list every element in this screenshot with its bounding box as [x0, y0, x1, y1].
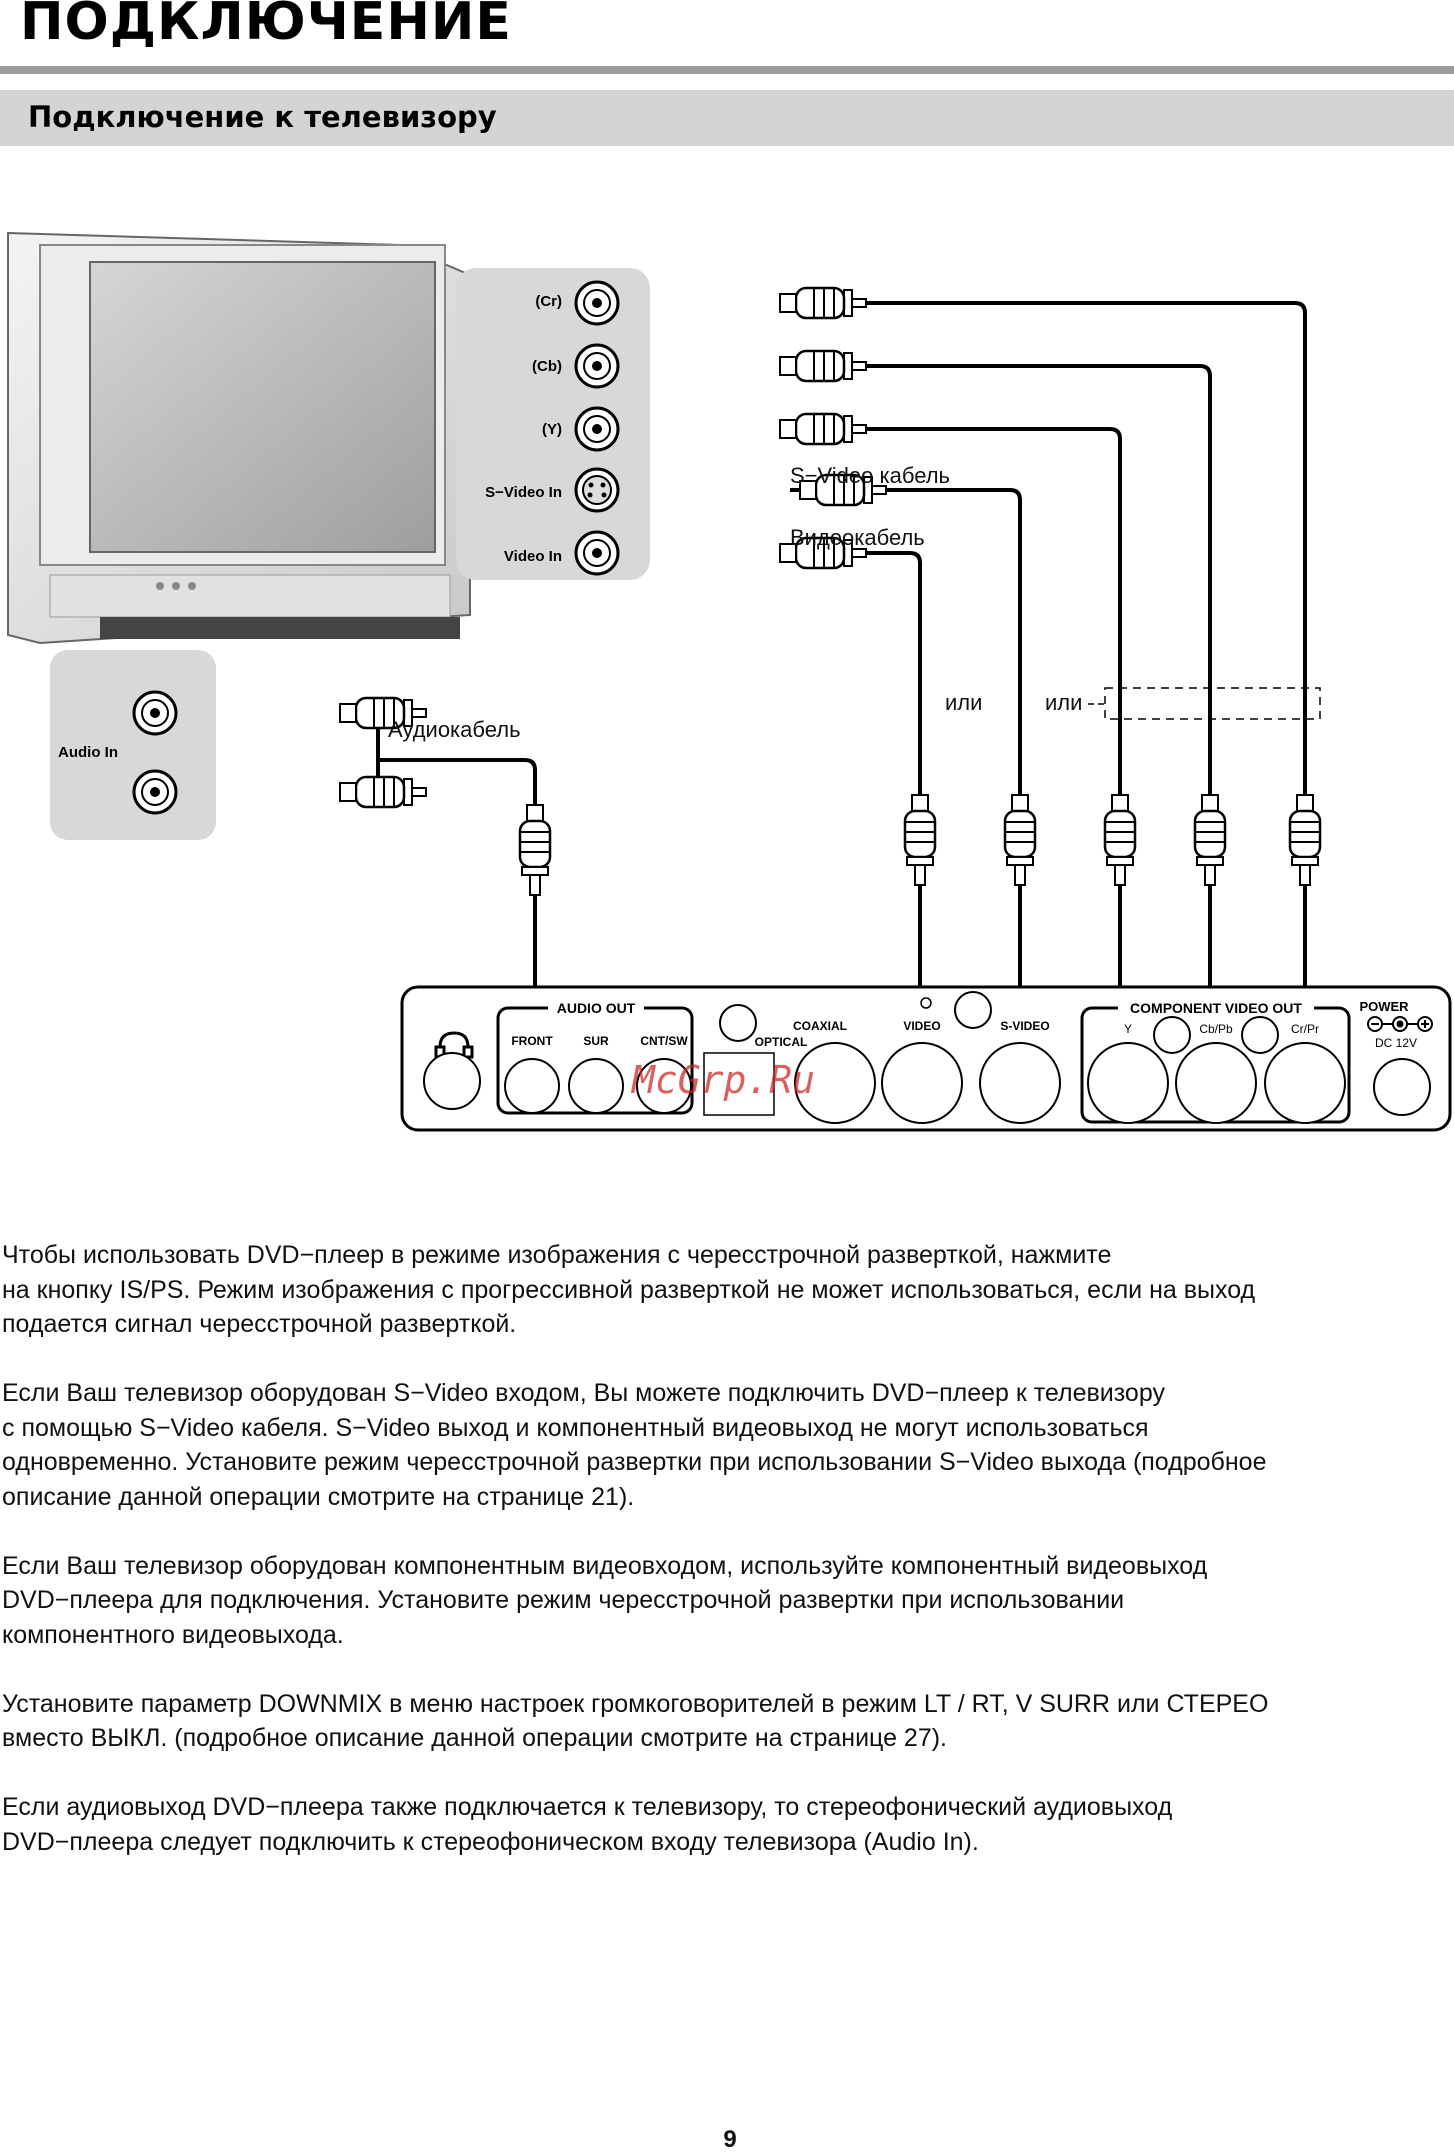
text-line: Установите параметр DOWNMIX в меню настр… — [2, 1689, 1269, 1718]
component-cb-jack — [1175, 1042, 1257, 1124]
cnt-sw-jack — [636, 1058, 692, 1114]
plug-audio-player — [518, 803, 552, 897]
plug-audio-right-tv — [338, 775, 428, 809]
sur-jack — [568, 1058, 624, 1114]
video-out-jack — [881, 1042, 963, 1124]
y-label: Y — [1124, 1022, 1132, 1036]
dc-polarity-icon — [1367, 1016, 1433, 1032]
paragraph-component: Если Ваш телевизор оборудован компонентн… — [2, 1549, 1450, 1653]
connection-diagram: (Cr) (Cb) (Y) S−Video In Video In Audio … — [7, 231, 1452, 1132]
tv-jack-label-video: Video In — [504, 548, 562, 565]
plug-cr-player — [1288, 793, 1322, 887]
tv-jack-label-cr: (Cr) — [535, 293, 562, 310]
text-line: вместо ВЫКЛ. (подробное описание данной … — [2, 1724, 947, 1752]
plug-y-player — [1103, 793, 1137, 887]
video-cable-label: Видеокабель — [790, 525, 925, 550]
page-title: ПОДКЛЮЧЕНИЕ — [20, 0, 512, 52]
tv-jack-label-cb: (Cb) — [532, 358, 562, 375]
component-group-bracket — [1104, 687, 1321, 720]
dc-label: DC 12V — [1375, 1036, 1417, 1050]
or-label-1: или — [945, 690, 982, 715]
plug-video-player — [903, 793, 937, 887]
section-title: Подключение к телевизору — [28, 100, 497, 134]
tv-set — [7, 231, 471, 645]
audio-out-label: AUDIO OUT — [557, 1000, 636, 1016]
svideo-out-jack — [979, 1042, 1061, 1124]
component-y-jack — [1087, 1042, 1169, 1124]
tv-jack-y — [574, 406, 620, 452]
dc-jack — [1373, 1058, 1431, 1116]
paragraph-interlace: Чтобы использовать DVD−плеер в режиме из… — [2, 1238, 1450, 1342]
watermark: McGrp.Ru — [630, 1058, 815, 1102]
tv-jack-label-y: (Y) — [542, 421, 562, 438]
plug-y-tv — [778, 412, 868, 446]
title-rule — [0, 66, 1454, 74]
tv-audio-jack-right — [132, 769, 178, 815]
text-line: описание данной операции смотрите на стр… — [2, 1482, 635, 1511]
coaxial-jack — [794, 1042, 876, 1124]
body-text: Чтобы использовать DVD−плеер в режиме из… — [2, 1238, 1450, 1894]
cb-pb-label: Cb/Pb — [1199, 1022, 1233, 1036]
section-bar — [0, 90, 1454, 146]
optical-label: OPTICAL — [755, 1035, 808, 1049]
cr-pr-label: Cr/Pr — [1291, 1022, 1319, 1036]
headphone-jack — [423, 1052, 481, 1110]
front-label: FRONT — [511, 1034, 553, 1048]
or-label-2: или — [1045, 690, 1082, 715]
paragraph-downmix: Установите параметр DOWNMIX в меню настр… — [2, 1687, 1450, 1756]
video-out-label: VIDEO — [903, 1019, 940, 1033]
text-line: DVD−плеера следует подключить к стереофо… — [2, 1827, 979, 1856]
sur-label: SUR — [583, 1034, 609, 1048]
tv-audio-jack-left — [132, 690, 178, 736]
plug-svideo-player — [1003, 793, 1037, 887]
text-line: одновременно. Установите режим чересстро… — [2, 1448, 1267, 1476]
svideo-cable-label: S−Video кабель — [790, 463, 950, 488]
plug-cr-tv — [778, 286, 868, 320]
optical-port — [703, 1052, 775, 1116]
paragraph-audio: Если аудиовыход DVD−плеера также подключ… — [2, 1790, 1450, 1859]
text-line: Если аудиовыход DVD−плеера также подключ… — [2, 1793, 1173, 1821]
tv-jack-label-svideo: S−Video In — [485, 484, 562, 501]
tv-jack-cr — [574, 280, 620, 326]
cable-lines — [340, 301, 1307, 990]
tv-jack-video — [574, 530, 620, 576]
audio-cable-label: Аудиокабель — [388, 717, 521, 742]
plug-cb-player — [1193, 793, 1227, 887]
coaxial-label: COAXIAL — [793, 1019, 847, 1033]
paragraph-svideo: Если Ваш телевизор оборудован S−Video вх… — [2, 1376, 1450, 1514]
text-line: Чтобы использовать DVD−плеер в режиме из… — [2, 1241, 1112, 1269]
text-line: DVD−плеера для подключения. Установите р… — [2, 1586, 1125, 1614]
text-line: подается сигнал чересстрочной разверткой… — [2, 1310, 517, 1338]
front-jack — [504, 1058, 560, 1114]
plug-cb-tv — [778, 349, 868, 383]
optical-jack — [719, 1004, 757, 1042]
power-label: POWER — [1359, 999, 1409, 1014]
tv-jack-svideo — [574, 467, 620, 513]
page-number: 9 — [723, 2126, 737, 2153]
text-line: Если Ваш телевизор оборудован S−Video вх… — [2, 1379, 1165, 1407]
tv-jack-cb — [574, 343, 620, 389]
text-line: на кнопку IS/PS. Режим изображения с про… — [2, 1275, 1256, 1304]
tv-audio-label: Audio In — [58, 744, 118, 761]
component-cr-jack — [1264, 1042, 1346, 1124]
text-line: компонентного видеовыхода. — [2, 1620, 344, 1649]
cnt-sw-label: CNT/SW — [640, 1034, 688, 1048]
svideo-out-label: S-VIDEO — [1000, 1019, 1049, 1033]
text-line: с помощью S−Video кабеля. S−Video выход … — [2, 1413, 1149, 1442]
component-out-label: COMPONENT VIDEO OUT — [1130, 1000, 1302, 1016]
text-line: Если Ваш телевизор оборудован компонентн… — [2, 1551, 1208, 1580]
